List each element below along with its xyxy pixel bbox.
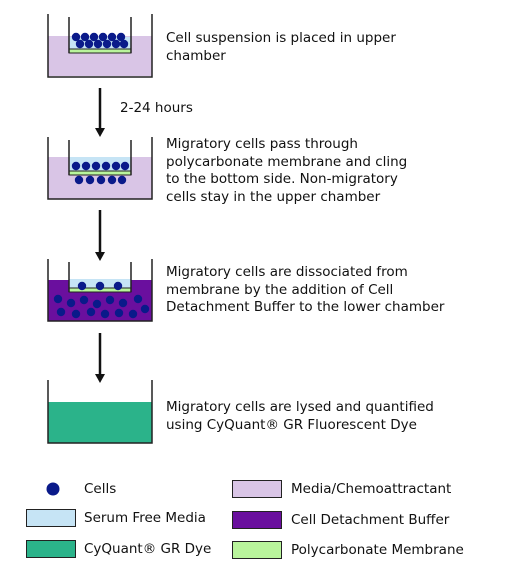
well-outline <box>47 137 153 200</box>
cells-upper <box>77 281 123 291</box>
step-2-text: Migratory cells pass through polycarbona… <box>166 136 407 206</box>
step-2-line-3: to the bottom side. Non-migratory <box>166 171 398 187</box>
arrow-1 <box>95 88 105 137</box>
step-4-line-1: Migratory cells are lysed and quantified <box>166 399 434 415</box>
detachment-buffer-legend-swatch <box>232 511 282 529</box>
legend-cells-label: Cells <box>84 481 117 497</box>
step-3-line-2: membrane by the addition of Cell <box>166 281 394 298</box>
step-3-line-1: Migratory cells are dissociated from <box>166 264 408 280</box>
step-1-line-2: chamber <box>166 47 226 64</box>
media-legend-swatch <box>232 480 282 498</box>
step-1-well <box>47 14 153 78</box>
legend-serum-free-media-label: Serum Free Media <box>84 510 206 526</box>
arrow-3 <box>95 333 105 383</box>
lower-cyquant-dye <box>48 402 152 443</box>
insert-walls <box>68 17 132 53</box>
insert-membrane <box>68 48 132 54</box>
legend-media-label: Media/Chemoattractant <box>291 481 452 497</box>
step-2-line-2: polycarbonate membrane and cling <box>166 153 408 170</box>
step-2-line-1: Migratory cells pass through <box>166 136 358 152</box>
serum-free-media-legend-swatch <box>26 509 76 527</box>
step-2-line-4: cells stay in the upper chamber <box>166 188 381 205</box>
step-3-well <box>47 259 153 322</box>
step-2-well <box>47 137 153 200</box>
step-1-line-1: Cell suspension is placed in upper <box>166 30 396 46</box>
legend-cyquant-label: CyQuant® GR Dye <box>84 541 212 557</box>
cyquant-legend-swatch <box>26 540 76 558</box>
cells-migratory <box>74 175 127 185</box>
legend-membrane-label: Polycarbonate Membrane <box>291 542 464 558</box>
arrow-2 <box>95 210 105 261</box>
step-3-line-3: Detachment Buffer to the lower chamber <box>166 299 445 315</box>
insert-walls <box>68 140 132 175</box>
insert-membrane <box>68 170 132 176</box>
cells-legend-icon <box>46 482 60 496</box>
membrane-legend-swatch <box>232 541 282 559</box>
insert-walls <box>68 262 132 292</box>
legend-detachment-buffer-label: Cell Detachment Buffer <box>291 512 450 528</box>
step-1-text: Cell suspension is placed in upper chamb… <box>166 30 396 65</box>
cells-upper <box>71 32 129 49</box>
step-4-line-2: using CyQuant® GR Fluorescent Dye <box>166 416 417 433</box>
cells-non-migratory <box>71 161 130 171</box>
well-outline <box>47 380 153 444</box>
step-4-well <box>47 380 153 444</box>
well-outline <box>47 14 153 78</box>
well-outline <box>47 259 153 322</box>
step-4-text: Migratory cells are lysed and quantified… <box>166 399 434 434</box>
step-3-text: Migratory cells are dissociated from mem… <box>166 264 444 317</box>
arrow-1-label: 2-24 hours <box>120 100 193 116</box>
cells-detached <box>53 294 150 319</box>
